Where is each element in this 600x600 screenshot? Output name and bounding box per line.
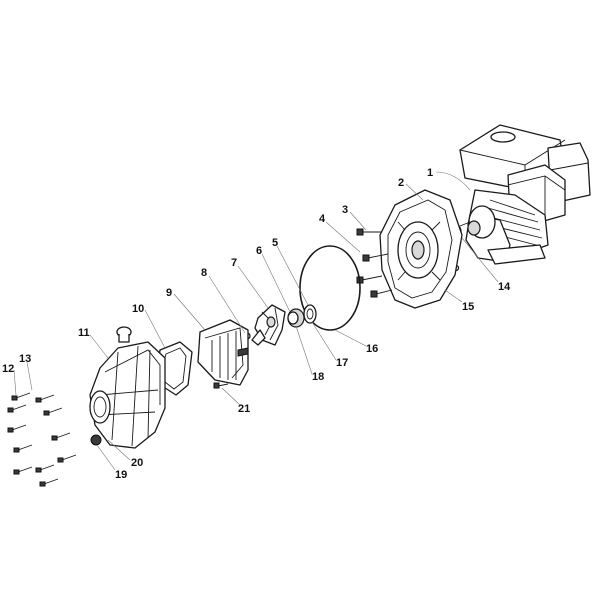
callout-18: 18: [312, 371, 324, 383]
mechanical-seal: [303, 304, 317, 324]
leader-lines: [13, 171, 499, 471]
callout-1: 1: [427, 167, 433, 179]
callout-7: 7: [231, 257, 237, 269]
callout-17: 17: [336, 357, 348, 369]
shaft-seal: [287, 308, 305, 328]
callout-4: 4: [319, 213, 326, 225]
pump-housing: [89, 326, 166, 449]
callout-10: 10: [132, 303, 144, 315]
callout-11: 11: [78, 327, 90, 339]
callout-14: 14: [498, 281, 511, 293]
callout-2: 2: [398, 177, 404, 189]
callout-12: 12: [2, 363, 14, 375]
callout-13: 13: [19, 353, 31, 365]
adapter-plate: [379, 189, 463, 309]
callout-9: 9: [166, 287, 172, 299]
callout-5: 5: [272, 237, 278, 249]
callout-6: 6: [256, 245, 262, 257]
volute: [197, 319, 249, 386]
callout-15: 15: [462, 301, 474, 313]
impeller: [251, 304, 286, 346]
callout-16: 16: [366, 343, 378, 355]
callout-20: 20: [131, 457, 143, 469]
volute-screw: [213, 382, 229, 389]
callouts: 1 2 3 4 5 6 7 8 9 10 11 12 13 14 15 16 1…: [2, 167, 511, 481]
o-ring: [299, 245, 361, 331]
callout-19: 19: [115, 469, 127, 481]
callout-21: 21: [238, 403, 250, 415]
engine: [459, 124, 591, 265]
callout-8: 8: [201, 267, 207, 279]
callout-3: 3: [342, 204, 348, 216]
housing-bolts: [7, 392, 77, 487]
